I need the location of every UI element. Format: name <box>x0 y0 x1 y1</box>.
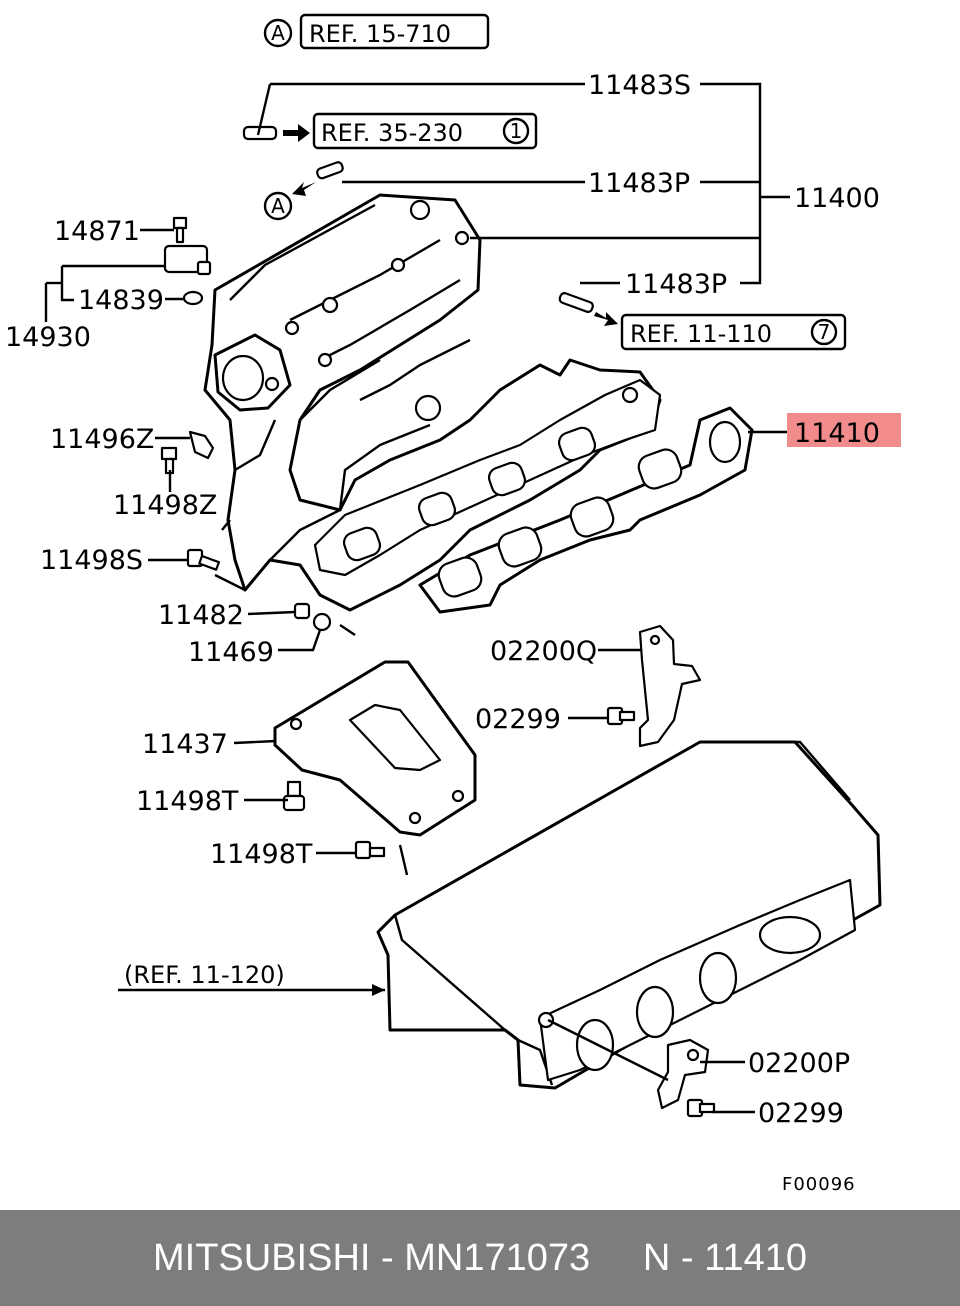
part-11483p-upper-label[interactable]: 11483P <box>588 168 690 199</box>
ref-35-230-box <box>312 112 538 150</box>
manifold-stay-drawing <box>273 660 477 837</box>
part-11483s-label[interactable]: 11483S <box>588 70 691 101</box>
intake-gasket-drawing <box>418 406 754 614</box>
ref-11-110-circle-num: 7 <box>818 320 831 344</box>
ref-arrows <box>283 124 618 326</box>
part-11469-label[interactable]: 11469 <box>188 637 274 668</box>
leader-lines <box>44 82 790 1114</box>
cylinder-head-drawing <box>376 740 882 1090</box>
ref-35-230-circle-num: 1 <box>510 119 523 143</box>
ref-11-110-box <box>620 313 847 351</box>
target-part-highlight <box>787 413 901 447</box>
throttle-body-drawing <box>213 333 292 412</box>
part-14930-label[interactable]: 14930 <box>5 322 91 353</box>
ref-a-top-letter[interactable]: A <box>271 21 285 45</box>
part-02200p-label[interactable]: 02200P <box>748 1048 850 1079</box>
footer-caption: MITSUBISHI - MN171073 N - 11410 <box>153 1236 807 1279</box>
part-11410-label[interactable]: 11410 <box>794 418 880 449</box>
part-11498t-lower-label[interactable]: 11498T <box>210 839 313 870</box>
ref-a-arrow-letter[interactable]: A <box>271 194 285 218</box>
part-11498s-label[interactable]: 11498S <box>40 545 143 576</box>
bracket-p-drawing <box>656 1038 710 1110</box>
exploded-parts-diagram: A REF. 15-710 REF. 35-230 1 A REF. 11-11… <box>5 13 901 1195</box>
ref-a-top-circle <box>263 18 293 48</box>
footer-caption-bar: MITSUBISHI - MN171073 N - 11410 <box>0 1210 960 1306</box>
ref-11-110-label[interactable]: REF. 11-110 <box>630 320 772 348</box>
ref-a-arrow-circle <box>263 191 293 221</box>
part-11482-label[interactable]: 11482 <box>158 600 244 631</box>
bracket-q-drawing <box>638 624 702 748</box>
part-14839-label[interactable]: 14839 <box>78 285 164 316</box>
part-11498t-upper-label[interactable]: 11498T <box>136 786 239 817</box>
part-02299-upper-label[interactable]: 02299 <box>475 704 561 735</box>
ref-15-710-label[interactable]: REF. 15-710 <box>309 20 451 48</box>
part-11496z-label[interactable]: 11496Z <box>50 424 154 455</box>
ref-11-110-circle <box>810 318 838 346</box>
part-14871-label[interactable]: 14871 <box>54 216 140 247</box>
ref-35-230-label[interactable]: REF. 35-230 <box>321 119 463 147</box>
part-11483p-lower-label[interactable]: 11483P <box>625 269 727 300</box>
part-02299-lower-label[interactable]: 02299 <box>758 1098 844 1129</box>
ref-15-710-box <box>299 13 490 50</box>
manifold-flange-drawing <box>313 378 662 577</box>
figure-code: F00096 <box>782 1174 856 1195</box>
ref-35-230-circle <box>502 117 530 145</box>
ref-11-120-label[interactable]: (REF. 11-120) <box>124 961 285 989</box>
hardware-drawing <box>160 125 716 1118</box>
part-02200q-label[interactable]: 02200Q <box>490 636 597 667</box>
part-11437-label[interactable]: 11437 <box>142 729 228 760</box>
intake-manifold-drawing <box>203 193 662 612</box>
part-11498z-label[interactable]: 11498Z <box>113 490 217 521</box>
part-11400-label[interactable]: 11400 <box>794 183 880 214</box>
